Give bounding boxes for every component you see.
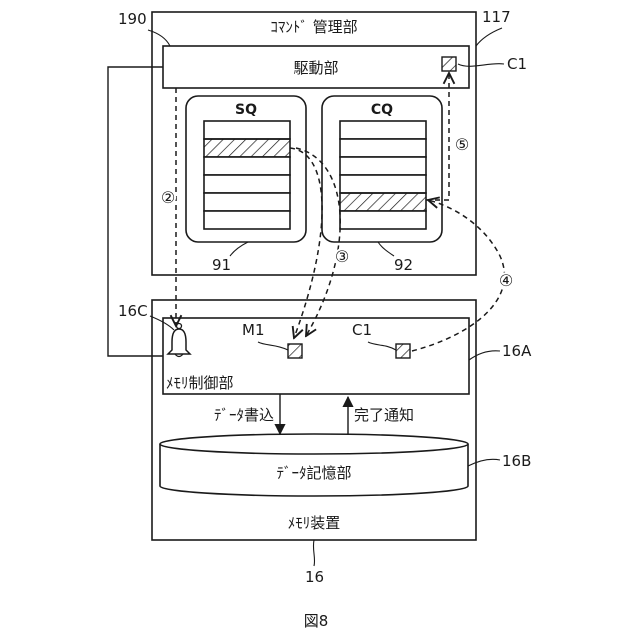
step4-number: ④ [499, 271, 513, 290]
sq-entry [204, 121, 290, 139]
sq-entry [204, 193, 290, 211]
data-store-ref: 16B [502, 452, 531, 470]
cq-label: CQ [371, 102, 393, 118]
cq-entry [340, 157, 426, 175]
cq-entry [340, 211, 426, 229]
cq-entry [340, 139, 426, 157]
memory-device-label: ﾒﾓﾘ装置 [288, 514, 341, 532]
figure-caption: 図8 [304, 612, 329, 630]
command-manager-label: ｺﾏﾝﾄﾞ 管理部 [270, 18, 357, 36]
command-manager-ref: 117 [482, 8, 511, 26]
c1-register [396, 344, 410, 358]
sq-entry [204, 157, 290, 175]
driver-flag-label: C1 [507, 55, 527, 73]
sq-label: SQ [235, 102, 257, 118]
completion-notice-label: 完了通知 [354, 406, 414, 424]
memory-controller-ref: 16A [502, 342, 532, 360]
m1-register [288, 344, 302, 358]
data-write-label: ﾃﾞｰﾀ書込 [214, 406, 274, 424]
command-manager-ref-leader [476, 28, 502, 46]
memory-controller-label: ﾒﾓﾘ制御部 [166, 374, 234, 392]
data-store-label: ﾃﾞｰﾀ記憶部 [276, 464, 351, 482]
driver-label: 駆動部 [293, 59, 338, 77]
sq-entry [204, 211, 290, 229]
memory-device-ref: 16 [305, 568, 324, 586]
cq-entry [340, 175, 426, 193]
m1-label: M1 [242, 321, 265, 339]
cq-entries [340, 121, 426, 229]
driver-completion-flag [442, 57, 456, 71]
cq-entry-hatched [340, 193, 426, 211]
driver-ref: 190 [118, 10, 147, 28]
memory-device-ref-leader [313, 540, 314, 566]
sq-entries [204, 121, 290, 229]
cq-entry [340, 121, 426, 139]
step2-number: ② [161, 188, 175, 207]
doorbell-ref: 16C [118, 302, 148, 320]
sq-entry [204, 175, 290, 193]
step3-number: ③ [335, 247, 349, 266]
sq-ref: 91 [212, 256, 231, 274]
sq-entry-hatched [204, 139, 290, 157]
step5-number: ⑤ [455, 135, 469, 154]
controller-c1-label: C1 [352, 321, 372, 339]
cq-ref: 92 [394, 256, 413, 274]
